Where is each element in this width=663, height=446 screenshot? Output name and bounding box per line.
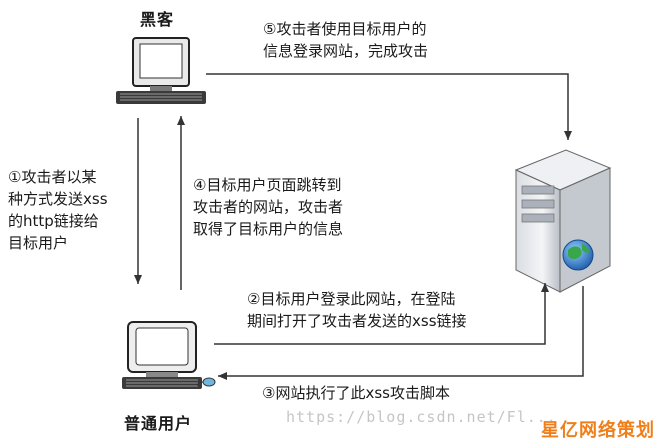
user-label: 普通用户 (124, 414, 193, 433)
web-server-icon (514, 149, 612, 293)
brand-watermark: 星亿网络策划 (541, 420, 655, 441)
hacker-label: 黑客 (140, 10, 175, 29)
arrow-step2 (214, 283, 549, 345)
arrow-step5 (206, 73, 572, 140)
arrow-step3 (218, 286, 584, 380)
step4-text: ④目标用户页面跳转到 攻击者的网站，攻击者 取得了目标用户的信息 (193, 176, 344, 238)
step5-text: ⑤攻击者使用目标用户的 信息登录网站，完成攻击 (263, 20, 429, 60)
step3-text: ③网站执行了此xss攻击脚本 (262, 384, 450, 402)
step1-text: ①攻击者以某 种方式发送xss 的http链接给 目标用户 (8, 168, 108, 252)
user-computer-icon (122, 321, 216, 389)
watermark-url: https://blog.csdn.net/Fl... (286, 408, 557, 426)
step2-text: ②目标用户登录此网站，在登陆 期间打开了攻击者发送的xss链接 (247, 290, 467, 330)
hacker-computer-icon (116, 37, 206, 104)
